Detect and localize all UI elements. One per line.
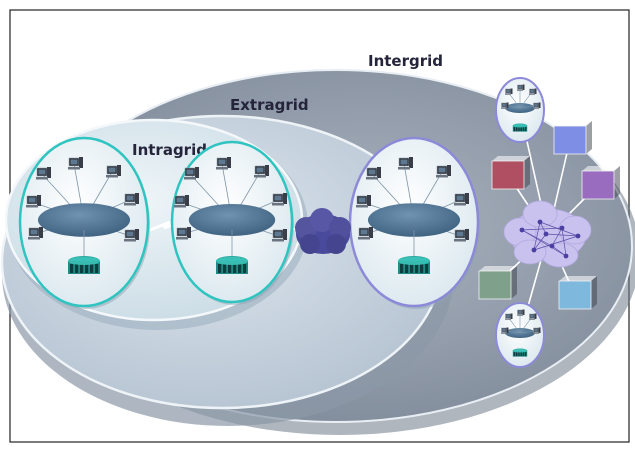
workstation-icon — [529, 313, 537, 320]
workstation-icon — [36, 167, 51, 180]
workstation-icon — [366, 167, 381, 180]
resource-node-icon — [563, 253, 569, 259]
workstation-icon — [533, 102, 541, 109]
storage-array-icon — [398, 256, 430, 274]
workstation-icon — [501, 102, 509, 109]
workstation-icon — [68, 157, 83, 170]
workstation-icon — [505, 313, 513, 320]
intergrid-mini-node-bottom — [495, 302, 545, 368]
resource-square-purple — [581, 166, 620, 200]
resource-square-green — [478, 266, 517, 300]
intragrid-label: Intragrid — [132, 141, 207, 159]
intergrid-label: Intergrid — [368, 52, 443, 70]
workstation-icon — [517, 84, 525, 91]
workstation-icon — [454, 229, 469, 242]
resource-node-icon — [559, 225, 565, 231]
resource-square-red — [491, 156, 530, 190]
workstation-icon — [124, 229, 139, 242]
workstation-icon — [106, 165, 121, 178]
storage-array-icon — [68, 256, 100, 274]
workstation-icon — [272, 193, 287, 206]
workstation-icon — [505, 88, 513, 95]
storage-array-icon — [512, 123, 528, 132]
workstation-icon — [176, 227, 191, 240]
resource-node-icon — [531, 247, 537, 253]
resource-node-icon — [537, 219, 543, 225]
intergrid-mini-node-top — [495, 77, 545, 143]
storage-array-icon — [512, 348, 528, 357]
workstation-icon — [184, 167, 199, 180]
workstation-icon — [533, 327, 541, 334]
intragrid-node-left — [18, 136, 150, 309]
workstation-icon — [398, 157, 413, 170]
intragrid-node-right — [170, 140, 294, 305]
resource-square-blue — [553, 121, 592, 155]
workstation-icon — [501, 327, 509, 334]
resource-node-icon — [543, 231, 549, 237]
workstation-icon — [358, 227, 373, 240]
resource-node-icon — [549, 243, 555, 249]
workstation-icon — [436, 165, 451, 178]
workstation-icon — [272, 229, 287, 242]
workstation-icon — [216, 157, 231, 170]
extragrid-label: Extragrid — [230, 96, 309, 114]
resource-node-icon — [519, 227, 525, 233]
workstation-icon — [124, 193, 139, 206]
workstation-icon — [517, 309, 525, 316]
workstation-icon — [356, 195, 371, 208]
network-bus-icon — [188, 204, 276, 236]
network-bus-icon — [37, 203, 131, 237]
storage-array-icon — [216, 256, 248, 274]
workstation-icon — [254, 165, 269, 178]
workstation-icon — [454, 193, 469, 206]
resource-square-lightblue — [558, 276, 597, 310]
workstation-icon — [174, 195, 189, 208]
cloud-icon — [295, 208, 351, 254]
workstation-icon — [26, 195, 41, 208]
workstation-icon — [529, 88, 537, 95]
extragrid-node — [348, 136, 480, 309]
network-bus-icon — [367, 203, 461, 237]
resource-node-icon — [575, 233, 581, 239]
workstation-icon — [28, 227, 43, 240]
